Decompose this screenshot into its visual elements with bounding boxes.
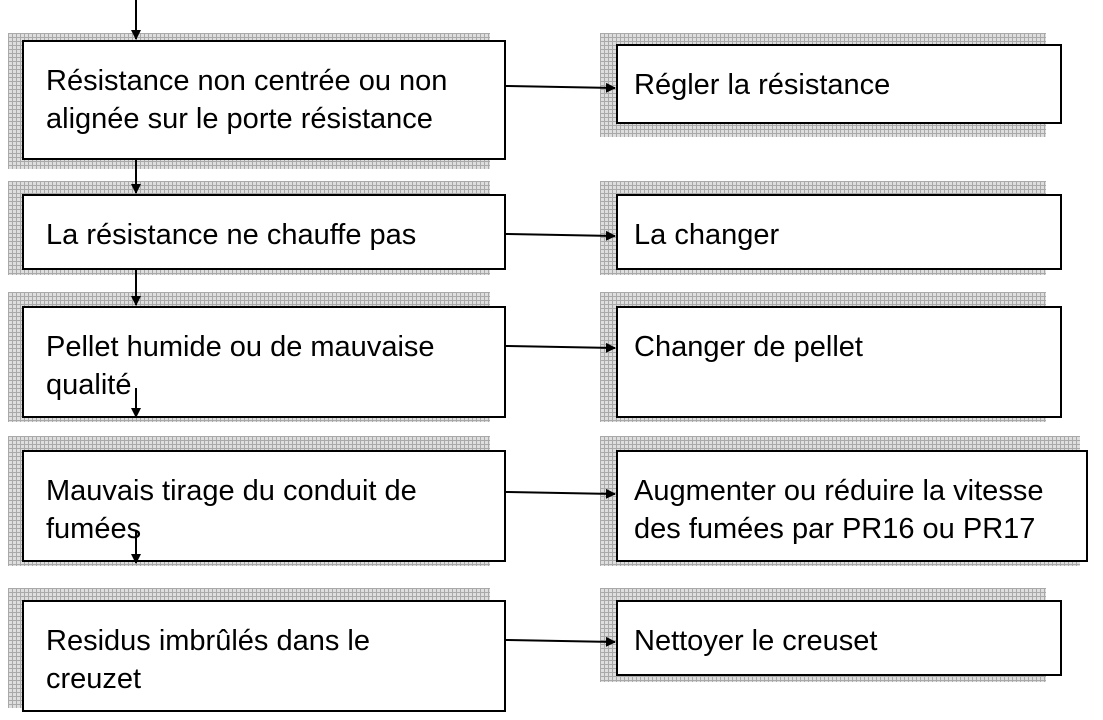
solution-4-text: Augmenter ou réduire la vitesse des fumé… [634, 475, 1044, 545]
arrow-right-1 [505, 82, 616, 93]
cause-3-text: Pellet humide ou de mauvaise qualité [46, 331, 435, 401]
cause-5-text: Residus imbrûlés dans le creuzet [46, 625, 370, 695]
cause-2-text: La résistance ne chauffe pas [46, 219, 417, 251]
cause-box-3: Pellet humide ou de mauvaise qualité [22, 306, 506, 418]
solution-5-text: Nettoyer le creuset [634, 625, 878, 657]
solution-box-4: Augmenter ou réduire la vitesse des fumé… [616, 450, 1088, 562]
cause-4-text: Mauvais tirage du conduit de fumées [46, 475, 417, 545]
solution-box-5: Nettoyer le creuset [616, 600, 1062, 676]
solution-3-text: Changer de pellet [634, 331, 863, 363]
cause-box-5: Residus imbrûlés dans le creuzet [22, 600, 506, 712]
arrow-right-2 [505, 230, 616, 241]
cause-box-4: Mauvais tirage du conduit de fumées [22, 450, 506, 562]
solution-box-3: Changer de pellet [616, 306, 1062, 418]
arrow-right-5 [505, 636, 616, 647]
solution-box-1: Régler la résistance [616, 44, 1062, 124]
solution-2-text: La changer [634, 219, 780, 251]
cause-box-1: Résistance non centrée ou non alignée su… [22, 40, 506, 160]
arrow-right-4 [505, 488, 616, 499]
cause-1-text: Résistance non centrée ou non alignée su… [46, 65, 448, 135]
cause-box-2: La résistance ne chauffe pas [22, 194, 506, 270]
arrow-right-3 [505, 342, 616, 353]
solution-1-text: Régler la résistance [634, 69, 891, 101]
solution-box-2: La changer [616, 194, 1062, 270]
